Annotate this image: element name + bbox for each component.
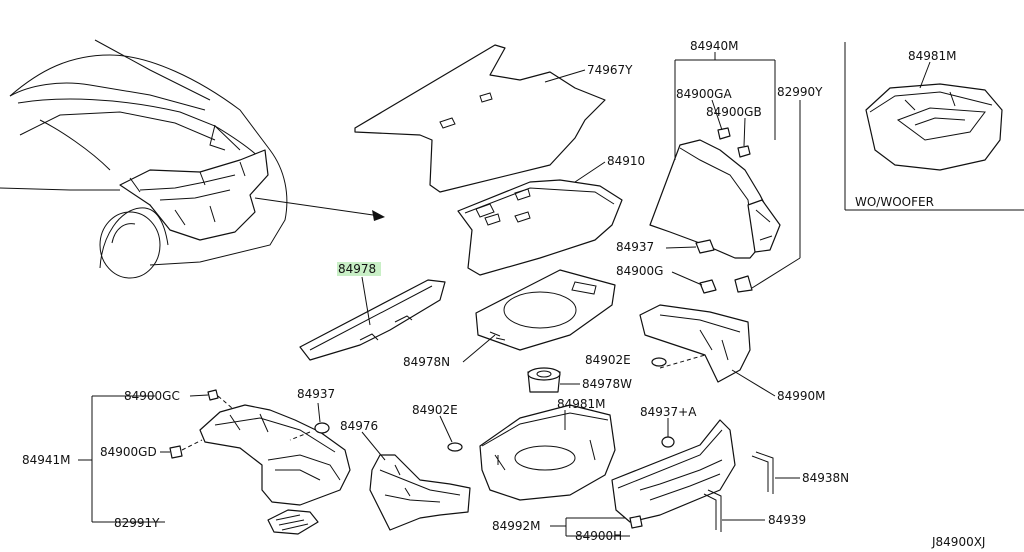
label-84902e-center: 84902E: [412, 403, 458, 417]
part-right-side-trim: [649, 139, 781, 259]
label-84940m: 84940M: [690, 39, 739, 53]
bracket-84939: [703, 489, 765, 532]
part-left-side-trim: [199, 404, 351, 506]
grommet-84937-right: [665, 239, 715, 254]
leader-84981m-top: [919, 61, 931, 89]
part-rear-finisher: [611, 419, 736, 523]
label-84981m-center: 84981M: [557, 397, 606, 411]
label-82991y: 82991Y: [114, 516, 160, 530]
part-side-finisher-84978: [299, 279, 446, 361]
grommet-84937-left: [289, 402, 330, 441]
part-trunk-board: [457, 179, 623, 276]
part-82991y: [267, 509, 319, 535]
label-84900gb: 84900GB: [706, 105, 762, 119]
part-woofer-tray: [865, 83, 1003, 171]
leader-84910: [574, 161, 606, 183]
label-84937-right: 84937: [616, 240, 654, 254]
part-82990y: [734, 100, 801, 293]
label-84939: 84939: [768, 513, 806, 527]
label-84990m: 84990M: [777, 389, 826, 403]
clip-84900g: [671, 271, 717, 294]
label-84900g: 84900G: [616, 264, 663, 278]
label-84978n: 84978N: [403, 355, 450, 369]
clip-84900gd: [160, 439, 203, 459]
bracket-84992m: [550, 517, 630, 537]
bracket-84941m: [78, 395, 165, 523]
label-84978w: 84978W: [582, 377, 632, 391]
leader-84978: [361, 276, 371, 326]
clip-84900h: [629, 515, 643, 529]
label-84992m: 84992M: [492, 519, 541, 533]
label-84900h: 84900H: [575, 529, 622, 543]
bracket-84938n: [751, 451, 800, 494]
part-spare-tire-cover: [475, 269, 616, 351]
variant-box: 84981M WO/WOOFER: [844, 42, 1024, 211]
part-center-tray: [479, 404, 616, 501]
label-84910: 84910: [607, 154, 645, 168]
part-84976: [369, 454, 471, 531]
leader-84990m: [731, 369, 776, 397]
part-trunk-mat: [354, 44, 606, 193]
label-82990y: 82990Y: [777, 85, 823, 99]
label-84937-left: 84937: [297, 387, 335, 401]
label-84900ga: 84900GA: [676, 87, 732, 101]
diagram-code: J84900XJ: [931, 535, 985, 549]
label-84900gc: 84900GC: [124, 389, 180, 403]
part-84990m: [639, 304, 751, 383]
direction-arrow: [254, 197, 385, 221]
label-84978: 84978: [338, 262, 376, 276]
label-84900gd: 84900GD: [100, 445, 157, 459]
leader-84976: [361, 431, 386, 461]
cap-84902e-center: [439, 415, 463, 452]
grommet-84937a: [661, 418, 675, 448]
part-84978w: [527, 367, 561, 393]
clip-84900gc: [189, 389, 233, 409]
label-84976: 84976: [340, 419, 378, 433]
variant-box-label: WO/WOOFER: [855, 195, 934, 209]
label-74967y: 74967Y: [587, 63, 633, 77]
clip-84900ga: [711, 99, 731, 140]
clip-84900gb: [737, 117, 751, 158]
leader-84978n: [462, 334, 496, 363]
leader-74967y: [544, 69, 586, 83]
bracket-84940m: [674, 52, 776, 160]
dash-84990m: [659, 354, 706, 369]
car-illustration: [0, 39, 288, 279]
cap-84902e-right: [651, 357, 667, 367]
label-84978-highlight: [337, 262, 381, 276]
label-84902e-right: 84902E: [585, 353, 631, 367]
label-84941m: 84941M: [22, 453, 71, 467]
label-84937a: 84937+A: [640, 405, 697, 419]
label-84981m-top: 84981M: [908, 49, 957, 63]
label-84938n: 84938N: [802, 471, 849, 485]
